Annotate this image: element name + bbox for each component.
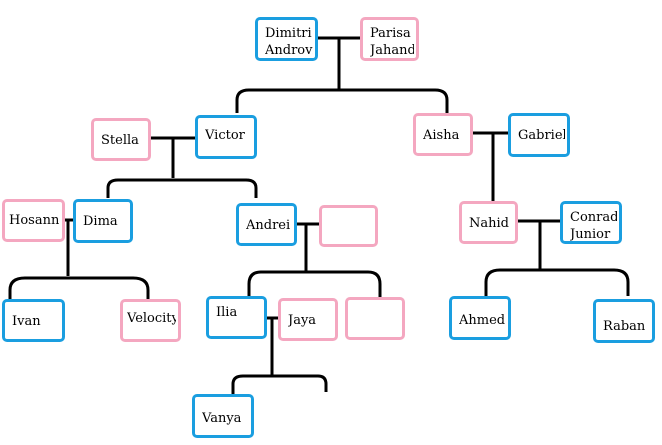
person-andrei-child-empty[interactable] xyxy=(345,297,405,340)
person-name: Gabriel xyxy=(518,128,565,143)
person-aisha[interactable]: Aisha xyxy=(413,113,473,156)
person-conrad-junior[interactable]: Conrad Junior xyxy=(560,201,622,244)
person-andrei-spouse-empty[interactable] xyxy=(319,205,378,247)
person-victor[interactable]: Victor xyxy=(195,115,257,159)
person-dimitri-androvich[interactable]: Dimitri Androvich xyxy=(255,17,318,61)
person-raban[interactable]: Raban xyxy=(593,299,655,343)
person-ahmed[interactable]: Ahmed xyxy=(449,296,511,340)
person-name: Ahmed xyxy=(459,313,506,328)
person-hosanna[interactable]: Hosanna xyxy=(2,199,65,242)
children-bracket-dimitri-parisa xyxy=(235,88,449,113)
person-name: Ilia xyxy=(216,305,238,320)
person-dima[interactable]: Dima xyxy=(73,199,133,243)
person-name: Conrad Junior xyxy=(570,210,617,242)
person-ivan[interactable]: Ivan xyxy=(2,299,65,342)
person-vanya[interactable]: Vanya xyxy=(192,394,254,438)
person-andrei[interactable]: Andrei xyxy=(236,203,297,246)
person-name: Victor xyxy=(205,128,245,143)
person-parisa-jahandar[interactable]: Parisa Jahandar xyxy=(360,17,419,61)
person-name: Ivan xyxy=(12,314,41,329)
person-name: Parisa Jahandar xyxy=(370,26,414,58)
person-name: Aisha xyxy=(423,128,460,143)
person-name: Dimitri Androvich xyxy=(265,26,313,58)
person-nahid[interactable]: Nahid xyxy=(459,201,518,244)
children-bracket-nahid-conrad xyxy=(484,268,630,296)
person-velocity[interactable]: Velocity xyxy=(120,299,181,342)
person-name: Nahid xyxy=(469,216,509,231)
person-name: Velocity xyxy=(127,311,176,326)
person-name: Andrei xyxy=(246,218,291,233)
children-bracket-andrei xyxy=(247,270,382,297)
person-name: Vanya xyxy=(202,411,242,426)
person-stella[interactable]: Stella xyxy=(91,118,151,161)
person-name: Jaya xyxy=(288,313,317,328)
person-name: Stella xyxy=(101,133,139,148)
person-name: Raban xyxy=(603,319,646,334)
person-jaya[interactable]: Jaya xyxy=(278,298,338,341)
person-ilia[interactable]: Ilia xyxy=(206,296,267,339)
person-name: Hosanna xyxy=(9,213,60,228)
children-bracket-ilia-jaya xyxy=(231,374,328,395)
person-name: Dima xyxy=(83,214,118,229)
children-bracket-stella-victor xyxy=(106,178,258,198)
children-bracket-hosanna-dima xyxy=(8,276,150,300)
person-gabriel[interactable]: Gabriel xyxy=(508,113,570,157)
